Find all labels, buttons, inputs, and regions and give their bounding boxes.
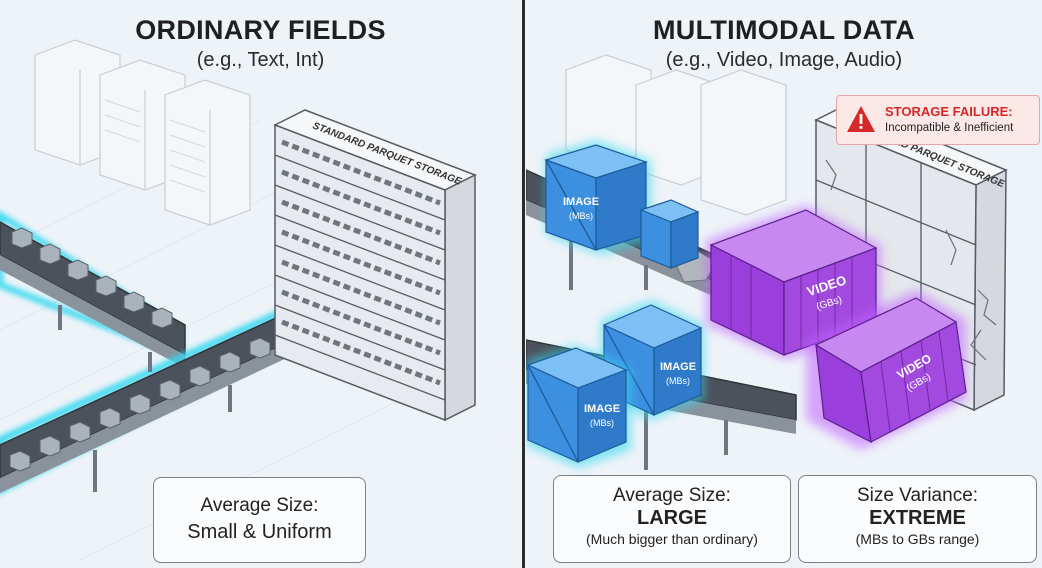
container-label: IMAGE xyxy=(563,196,599,208)
ordinary-fields-panel: STANDARD PARQUET STORAGE ORDINARY FIELDS… xyxy=(0,15,477,563)
size-variance-value: EXTREME xyxy=(869,507,966,529)
shelf-boxes xyxy=(281,139,441,386)
container-unit: (MBs) xyxy=(666,376,690,386)
average-size-label: Average Size: xyxy=(200,495,319,516)
average-size-value: Small & Uniform xyxy=(187,521,332,543)
average-size-label: Average Size: xyxy=(613,485,731,506)
video-container: VIDEO (GBs) xyxy=(806,290,967,450)
image-crate: IMAGE (MBs) xyxy=(601,300,704,420)
server-rack xyxy=(700,69,787,216)
multimodal-scene: STANDARD PARQUET STORAGE IMAGE (MBs) xyxy=(526,54,1008,470)
server-rack-group xyxy=(565,54,787,216)
container-label: IMAGE xyxy=(584,403,620,415)
parquet-storage-shelf: STANDARD PARQUET STORAGE xyxy=(273,109,477,422)
conveyor-legs xyxy=(58,305,232,492)
average-size-note: (Much bigger than ordinary) xyxy=(586,531,758,547)
panel-subtitle: (e.g., Video, Image, Audio) xyxy=(665,49,903,71)
size-variance-box: Size Variance: EXTREME (MBs to GBs range… xyxy=(798,475,1037,563)
size-variance-note: (MBs to GBs range) xyxy=(855,531,980,547)
ordinary-fields-scene: STANDARD PARQUET STORAGE xyxy=(0,39,477,561)
server-rack-group xyxy=(34,39,251,226)
image-crate: IMAGE (MBs) xyxy=(544,140,651,255)
panel-subtitle: (e.g., Text, Int) xyxy=(196,49,325,71)
container-unit: (MBs) xyxy=(569,211,593,221)
warning-triangle-icon xyxy=(847,106,875,132)
container-unit: (MBs) xyxy=(590,418,614,428)
storage-failure-alert: STORAGE FAILURE: Incompatible & Ineffici… xyxy=(836,95,1040,145)
multimodal-data-panel: STANDARD PARQUET STORAGE IMAGE (MBs) xyxy=(526,0,1042,568)
upper-conveyor-boxes xyxy=(11,227,173,329)
image-crate-small xyxy=(639,199,700,269)
panel-divider xyxy=(522,0,525,568)
shelf-cracks xyxy=(825,159,997,361)
average-size-value: LARGE xyxy=(637,507,707,529)
server-rack xyxy=(164,79,251,226)
container-label: IMAGE xyxy=(660,361,696,373)
panel-title: ORDINARY FIELDS xyxy=(135,15,386,45)
average-size-box: Average Size: Small & Uniform xyxy=(153,477,366,563)
alert-title: STORAGE FAILURE: xyxy=(885,104,1013,119)
panel-title: MULTIMODAL DATA xyxy=(653,15,915,45)
alert-detail: Incompatible & Inefficient xyxy=(885,122,1014,134)
rack-slots xyxy=(104,99,206,193)
size-variance-label: Size Variance: xyxy=(856,485,979,506)
video-container: VIDEO (GBs) xyxy=(706,205,881,360)
average-size-box: Average Size: LARGE (Much bigger than or… xyxy=(553,475,791,563)
image-crate: IMAGE (MBs) xyxy=(526,345,631,468)
